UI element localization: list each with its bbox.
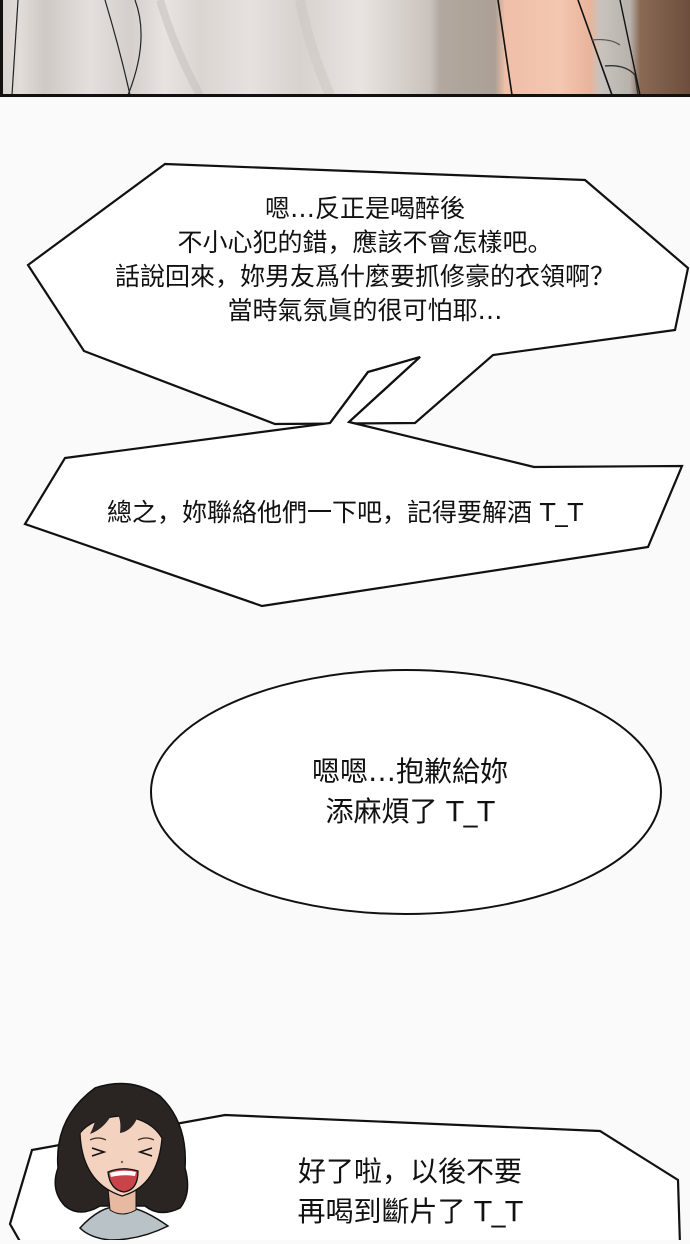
speech-bubble-2-text: 總之，妳聯絡他們一下吧，記得要解酒 T_T	[40, 496, 650, 530]
dialogue-line: 嗯嗯…抱歉給妳	[311, 755, 508, 788]
speech-bubble-3-shape	[150, 669, 662, 915]
dialogue-line: 話說回來，妳男友爲什麼要抓修豪的衣領啊？	[114, 262, 615, 291]
dialogue-line: 當時氣氛眞的很可怕耶…	[227, 296, 503, 325]
dialogue-line: 總之，妳聯絡他們一下吧，記得要解酒 T_T	[107, 498, 583, 527]
dialogue-line: 嗯…反正是喝醉後	[264, 194, 465, 223]
speech-bubble-4-text: 好了啦，以後不要 再喝到斷片了 T_T	[235, 1152, 585, 1232]
dialogue-line: 再喝到斷片了 T_T	[297, 1195, 523, 1228]
clothing-folds-art	[11, 0, 641, 94]
dialogue-line: 好了啦，以後不要	[297, 1155, 522, 1188]
girl-avatar	[40, 1078, 200, 1241]
panel-border-left	[0, 0, 3, 94]
speech-bubble-1-text: 嗯…反正是喝醉後 不小心犯的錯，應該不會怎樣吧。 話說回來，妳男友爲什麼要抓修豪…	[40, 192, 690, 328]
dialogue-line: 添麻煩了 T_T	[325, 795, 495, 828]
top-art-panel	[0, 0, 690, 97]
speech-bubble-2-shape	[23, 355, 684, 608]
dialogue-line: 不小心犯的錯，應該不會怎樣吧。	[177, 228, 553, 257]
speech-bubble-1-shape	[26, 162, 690, 426]
speech-bubble-3-text: 嗯嗯…抱歉給妳 添麻煩了 T_T	[150, 752, 670, 832]
girl-face-icon	[54, 1082, 189, 1241]
